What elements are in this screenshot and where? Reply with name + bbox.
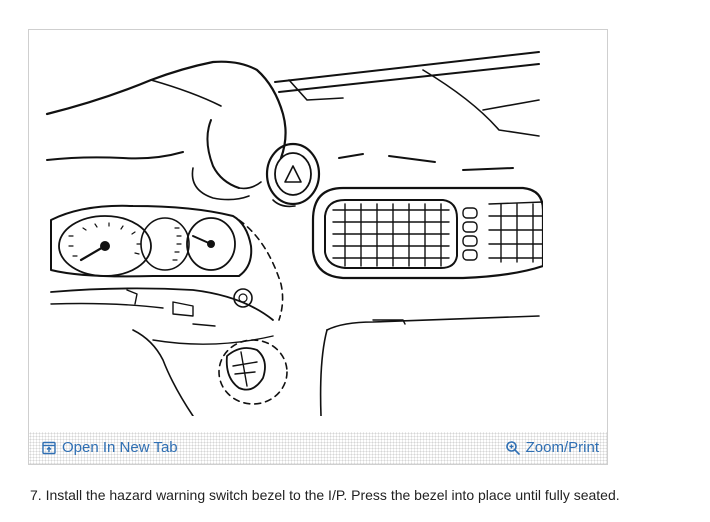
open-in-new-tab-label: Open In New Tab [62,439,178,456]
hazard-switch-bezel-illustration [43,40,543,416]
zoom-print-link[interactable]: Zoom/Print [505,439,599,456]
zoom-print-label: Zoom/Print [525,439,599,456]
open-in-new-tab-link[interactable]: Open In New Tab [41,439,178,456]
instruction-step-text: 7. Install the hazard warning switch bez… [30,487,620,503]
open-new-tab-icon [41,440,57,456]
figure-toolbar: Open In New Tab Zoom/Print [29,432,607,464]
figure-container: Open In New Tab Zoom/Print [28,29,608,465]
zoom-magnifier-icon [505,440,521,456]
